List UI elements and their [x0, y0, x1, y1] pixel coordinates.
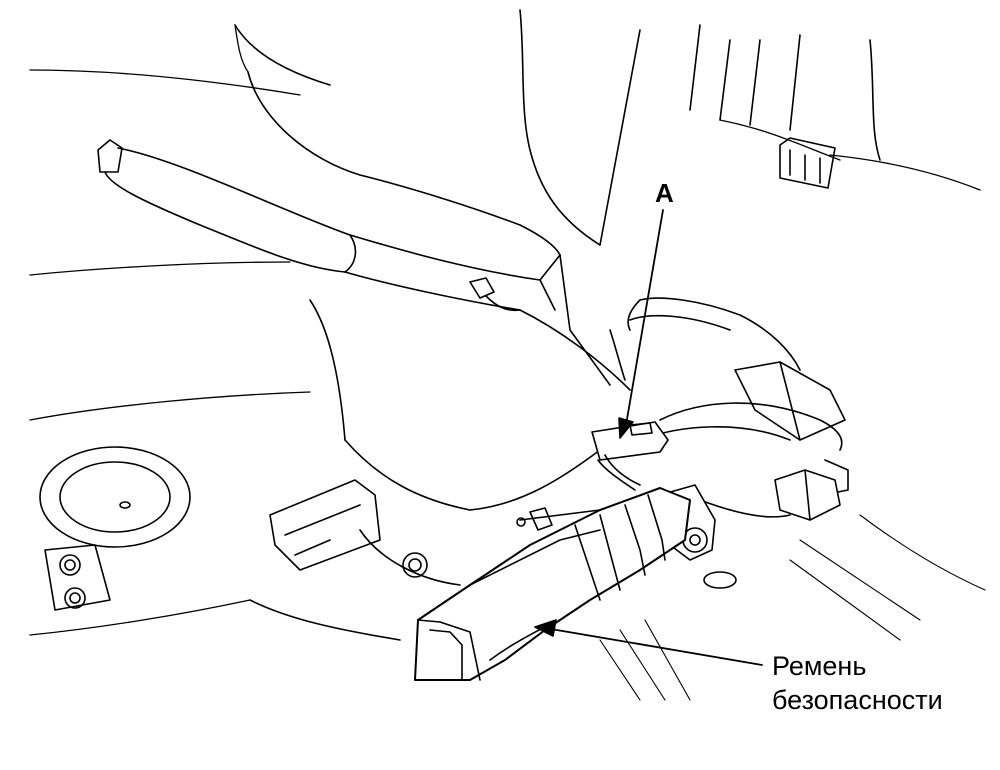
- floor-pan: [39, 446, 737, 641]
- leader-arrow-a: [618, 209, 664, 439]
- seat-belt-label-line1: Ремень: [772, 651, 867, 681]
- wire-harness: [609, 297, 849, 521]
- belt-clip: [779, 137, 836, 189]
- seat-belt-label-line2: безопасности: [772, 684, 943, 715]
- parking-brake-lever: [97, 139, 561, 312]
- seat-belt-label: Ремень безопасности: [772, 650, 943, 718]
- seat-belt-buckle: [414, 487, 691, 681]
- center-console: [234, 9, 881, 511]
- leader-arrow-seat-belt: [534, 619, 763, 666]
- floor-contours: [29, 24, 981, 636]
- connector-a: [591, 421, 669, 491]
- callout-label-a: A: [655, 178, 674, 208]
